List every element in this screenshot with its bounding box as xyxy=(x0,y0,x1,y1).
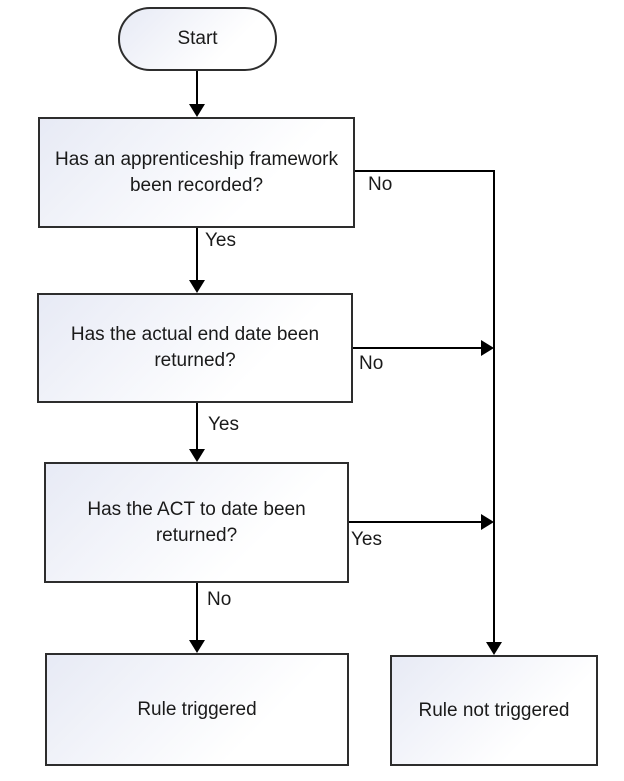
edge-label-q3-no: No xyxy=(207,589,232,610)
node-question-actual-end-date: Has the actual end date been returned? xyxy=(37,293,353,403)
edge-label-q1-yes: Yes xyxy=(205,230,236,251)
node-rule-triggered: Rule triggered xyxy=(45,653,349,766)
edge-label-q2-yes: Yes xyxy=(208,414,239,435)
node-question-act-to-date-label: Has the ACT to date been returned? xyxy=(87,498,306,546)
node-rule-not-triggered: Rule not triggered xyxy=(390,655,598,766)
node-start: Start xyxy=(118,7,277,71)
edge-label-q1-no: No xyxy=(368,174,393,195)
edge-label-q3-yes: Yes xyxy=(351,529,382,550)
edge-label-q2-no: No xyxy=(359,353,384,374)
node-question-actual-end-date-label: Has the actual end date been returned? xyxy=(70,324,320,371)
node-start-label: Start xyxy=(177,28,218,50)
connector-q1-no-to-not-triggered xyxy=(355,170,502,655)
node-question-framework-recorded: Has an apprenticeship framework been rec… xyxy=(38,117,355,228)
node-rule-triggered-label: Rule triggered xyxy=(137,698,257,720)
node-question-act-to-date: Has the ACT to date been returned? xyxy=(44,462,349,583)
node-rule-not-triggered-label: Rule not triggered xyxy=(418,699,570,721)
node-question-framework-recorded-label: Has an apprenticeship framework been rec… xyxy=(54,148,339,196)
